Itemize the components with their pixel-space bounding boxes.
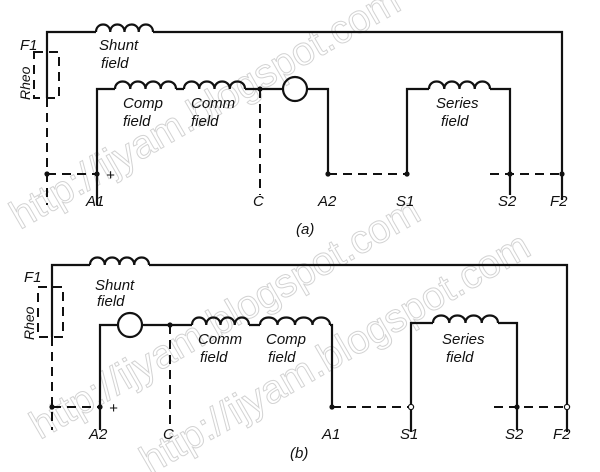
label-shunt: Shunt bbox=[95, 277, 135, 294]
label-s2: S2 bbox=[498, 193, 517, 210]
label-c: C bbox=[163, 426, 174, 443]
label-series-field: field bbox=[446, 349, 474, 366]
label-shunt-field: field bbox=[97, 293, 125, 310]
armature bbox=[116, 311, 144, 339]
label-a2: A2 bbox=[317, 193, 337, 210]
label-comm: Comm bbox=[191, 95, 235, 112]
diagram-a: F1 Rheo Shunt field Comp field Comm fiel… bbox=[17, 23, 568, 238]
label-plus: + bbox=[106, 167, 115, 184]
label-a1: A1 bbox=[321, 426, 340, 443]
shunt-field-coil bbox=[94, 23, 155, 33]
label-plus: + bbox=[109, 400, 118, 417]
label-shunt: Shunt bbox=[99, 37, 139, 54]
caption-a: (a) bbox=[296, 221, 314, 238]
label-comm-field: field bbox=[191, 113, 219, 130]
label-rheo: Rheo bbox=[21, 306, 37, 340]
label-shunt-field: field bbox=[101, 55, 129, 72]
comp-field-coil bbox=[258, 316, 332, 326]
diagram-b: F1 Rheo Shunt field Comm field Comp fiel… bbox=[21, 256, 571, 462]
label-s2: S2 bbox=[505, 426, 524, 443]
label-a2: A2 bbox=[88, 426, 108, 443]
comm-field-coil bbox=[190, 316, 251, 326]
label-series: Series bbox=[442, 331, 485, 348]
comp-field-coil bbox=[113, 80, 178, 90]
label-f1: F1 bbox=[24, 269, 42, 286]
label-comp-field: field bbox=[268, 349, 296, 366]
label-series-field: field bbox=[441, 113, 469, 130]
label-comp-field: field bbox=[123, 113, 151, 130]
label-comp: Comp bbox=[266, 331, 306, 348]
label-series: Series bbox=[436, 95, 479, 112]
rheostat bbox=[37, 286, 64, 338]
shunt-field-coil bbox=[88, 256, 151, 266]
label-s1: S1 bbox=[396, 193, 414, 210]
series-field-coil bbox=[431, 314, 500, 324]
label-comp: Comp bbox=[123, 95, 163, 112]
watermark: http://ijyam.blogspot.com http://ijyam.b… bbox=[2, 0, 538, 472]
label-f1: F1 bbox=[20, 37, 38, 54]
label-s1: S1 bbox=[400, 426, 418, 443]
label-c: C bbox=[253, 193, 264, 210]
label-f2: F2 bbox=[550, 193, 568, 210]
series-field-coil bbox=[427, 80, 492, 90]
armature bbox=[281, 75, 309, 103]
label-comm: Comm bbox=[198, 331, 242, 348]
label-a1: A1 bbox=[85, 193, 104, 210]
comm-field-coil bbox=[182, 80, 247, 90]
caption-b: (b) bbox=[290, 445, 308, 462]
label-comm-field: field bbox=[200, 349, 228, 366]
label-f2: F2 bbox=[553, 426, 571, 443]
label-rheo: Rheo bbox=[17, 66, 33, 100]
